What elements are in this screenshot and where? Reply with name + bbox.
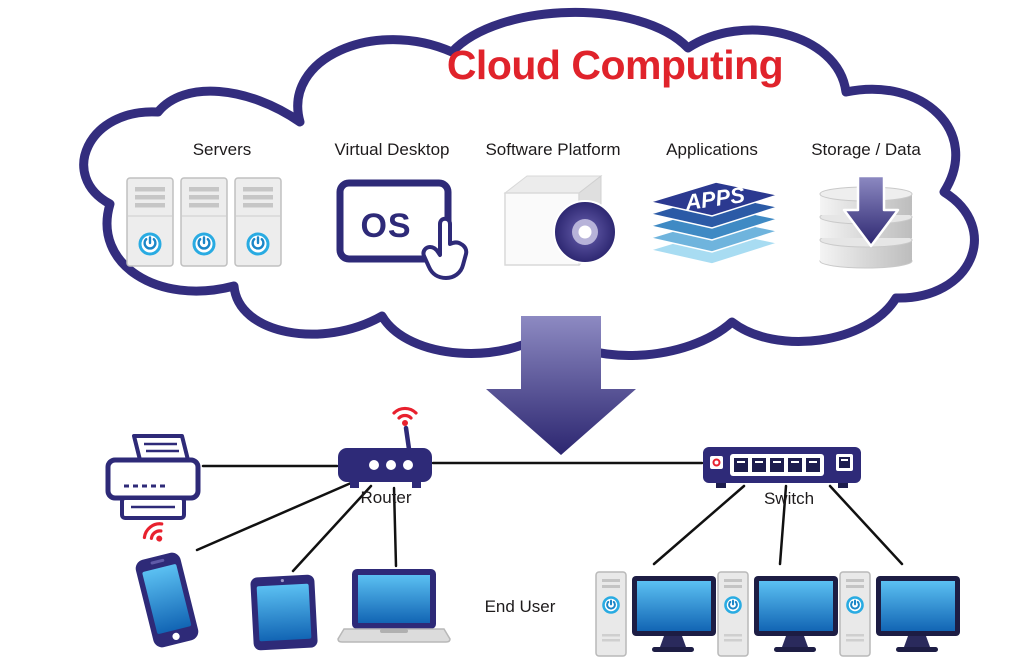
label-software-platform: Software Platform	[485, 140, 621, 159]
hand-cursor-icon	[421, 216, 469, 280]
network-switch-icon	[703, 447, 861, 488]
switch-ports	[734, 458, 820, 472]
laptop-icon	[337, 569, 451, 643]
desktop-computer-icon	[594, 570, 718, 658]
storage-database-icon	[819, 174, 913, 269]
phone-wifi-signal-icon	[139, 518, 172, 550]
diagram-title: Cloud Computing	[446, 42, 784, 88]
software-box-disc-icon	[503, 174, 617, 267]
label-storage-data: Storage / Data	[811, 140, 921, 159]
label-router: Router	[360, 488, 412, 507]
applications-stack-icon: APPS	[647, 181, 781, 265]
down-arrow-icon	[486, 316, 636, 455]
server-towers-icon	[125, 176, 283, 268]
printer-icon	[105, 434, 201, 520]
line-router-phone	[195, 481, 353, 552]
smartphone-icon	[135, 552, 199, 648]
wifi-signal-icon	[392, 406, 418, 428]
label-servers: Servers	[192, 140, 252, 159]
label-switch: Switch	[763, 489, 815, 508]
line-router-tablet	[291, 484, 373, 573]
connection-lines	[195, 461, 904, 573]
label-virtual-desktop: Virtual Desktop	[334, 140, 450, 159]
tablet-icon	[250, 574, 318, 651]
download-arrow-icon	[842, 174, 900, 248]
desktop-computer-icon	[838, 570, 962, 658]
virtual-desktop-os-icon: OS	[336, 179, 469, 280]
line-router-laptop	[392, 486, 398, 568]
label-end-user: End User	[484, 597, 556, 616]
label-applications: Applications	[666, 140, 758, 159]
os-screen-text: OS	[360, 207, 411, 245]
line-switch-pc1	[652, 484, 746, 566]
wifi-router-icon	[338, 406, 432, 488]
line-switch-pc3	[828, 484, 904, 566]
line-switch-pc2	[778, 484, 788, 566]
desktop-computer-icon	[716, 570, 840, 658]
